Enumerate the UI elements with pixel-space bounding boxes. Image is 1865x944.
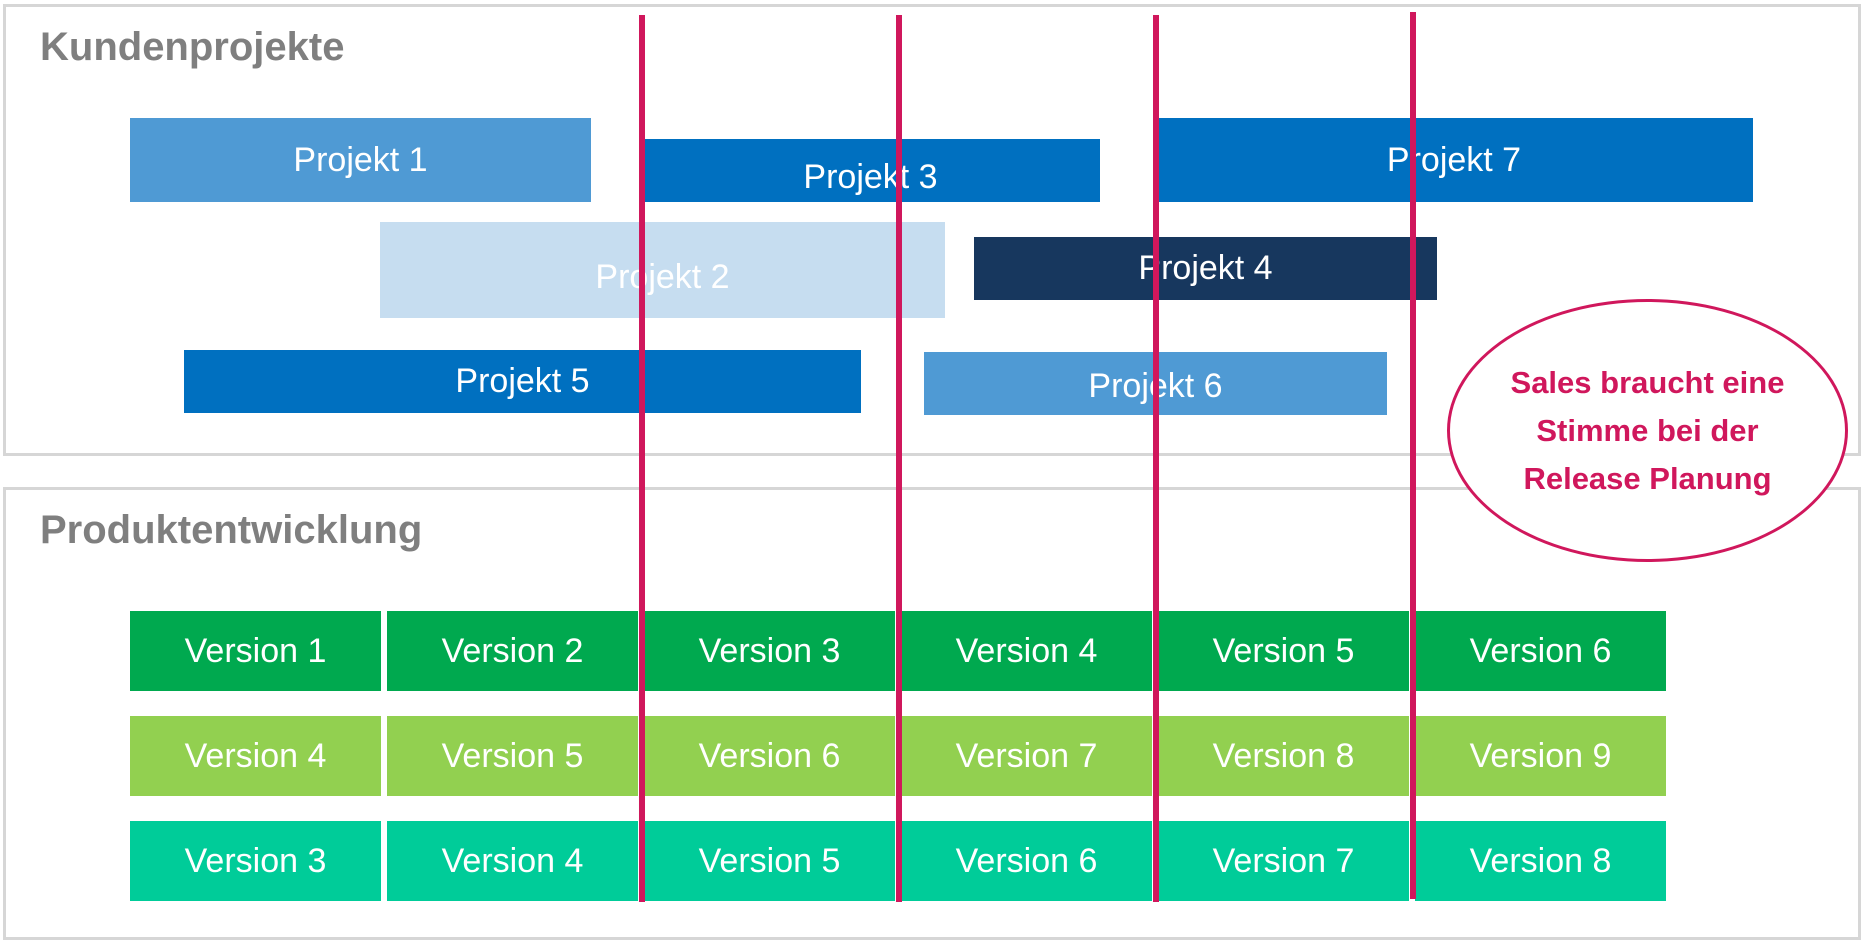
project-bar-5: Projekt 5 (184, 350, 861, 413)
version-cell: Version 5 (644, 821, 895, 901)
customer-projects-title: Kundenprojekte (40, 25, 345, 69)
version-cell: Version 8 (1158, 716, 1409, 796)
version-cell: Version 7 (1158, 821, 1409, 901)
version-label: Version 1 (184, 631, 327, 670)
version-label: Version 4 (184, 736, 327, 775)
version-cell: Version 8 (1415, 821, 1666, 901)
version-cell: Version 6 (901, 821, 1152, 901)
version-label: Version 6 (1469, 631, 1612, 670)
version-cell: Version 3 (130, 821, 381, 901)
version-label: Version 8 (1469, 841, 1612, 880)
project-bar-3: Projekt 3 (641, 139, 1100, 202)
version-cell: Version 4 (901, 611, 1152, 691)
version-label: Version 6 (698, 736, 841, 775)
project-bar-1: Projekt 1 (130, 118, 591, 202)
version-cell: Version 3 (644, 611, 895, 691)
version-cell: Version 2 (387, 611, 638, 691)
product-development-title: Produktentwicklung (40, 508, 423, 552)
version-cell: Version 6 (644, 716, 895, 796)
version-cell: Version 6 (1415, 611, 1666, 691)
version-cell: Version 5 (1158, 611, 1409, 691)
version-cell: Version 4 (387, 821, 638, 901)
version-cell: Version 1 (130, 611, 381, 691)
version-label: Version 3 (698, 631, 841, 670)
version-label: Version 2 (441, 631, 584, 670)
project-label: Projekt 7 (1386, 140, 1522, 179)
project-label: Projekt 5 (455, 362, 590, 400)
project-bar-4: Projekt 4 (974, 237, 1437, 300)
release-boundary-line (1410, 12, 1416, 899)
project-label: Projekt 3 (803, 158, 938, 196)
version-cell: Version 5 (387, 716, 638, 796)
project-label: Projekt 4 (1138, 249, 1273, 287)
release-boundary-line (896, 15, 902, 902)
release-boundary-line (1153, 15, 1159, 902)
version-label: Version 5 (441, 736, 584, 775)
version-label: Version 5 (1212, 631, 1355, 670)
version-cell: Version 7 (901, 716, 1152, 796)
version-label: Version 8 (1212, 736, 1355, 775)
project-bar-7: Projekt 7 (1155, 118, 1753, 202)
callout-text: Sales braucht eine Stimme bei der Releas… (1510, 364, 1785, 496)
project-label: Projekt 1 (293, 140, 428, 179)
version-label: Version 6 (955, 841, 1098, 880)
version-label: Version 7 (1212, 841, 1355, 880)
version-label: Version 4 (441, 841, 584, 880)
project-label: Projekt 2 (595, 257, 730, 296)
version-label: Version 4 (955, 631, 1098, 670)
version-label: Version 7 (955, 736, 1098, 775)
sales-callout-ellipse: Sales braucht eine Stimme bei der Releas… (1447, 299, 1848, 562)
version-label: Version 9 (1469, 736, 1612, 775)
version-cell: Version 4 (130, 716, 381, 796)
version-cell: Version 9 (1415, 716, 1666, 796)
release-boundary-line (639, 15, 645, 902)
project-bar-2: Projekt 2 (380, 222, 945, 318)
version-label: Version 5 (698, 841, 841, 880)
version-label: Version 3 (184, 841, 327, 880)
